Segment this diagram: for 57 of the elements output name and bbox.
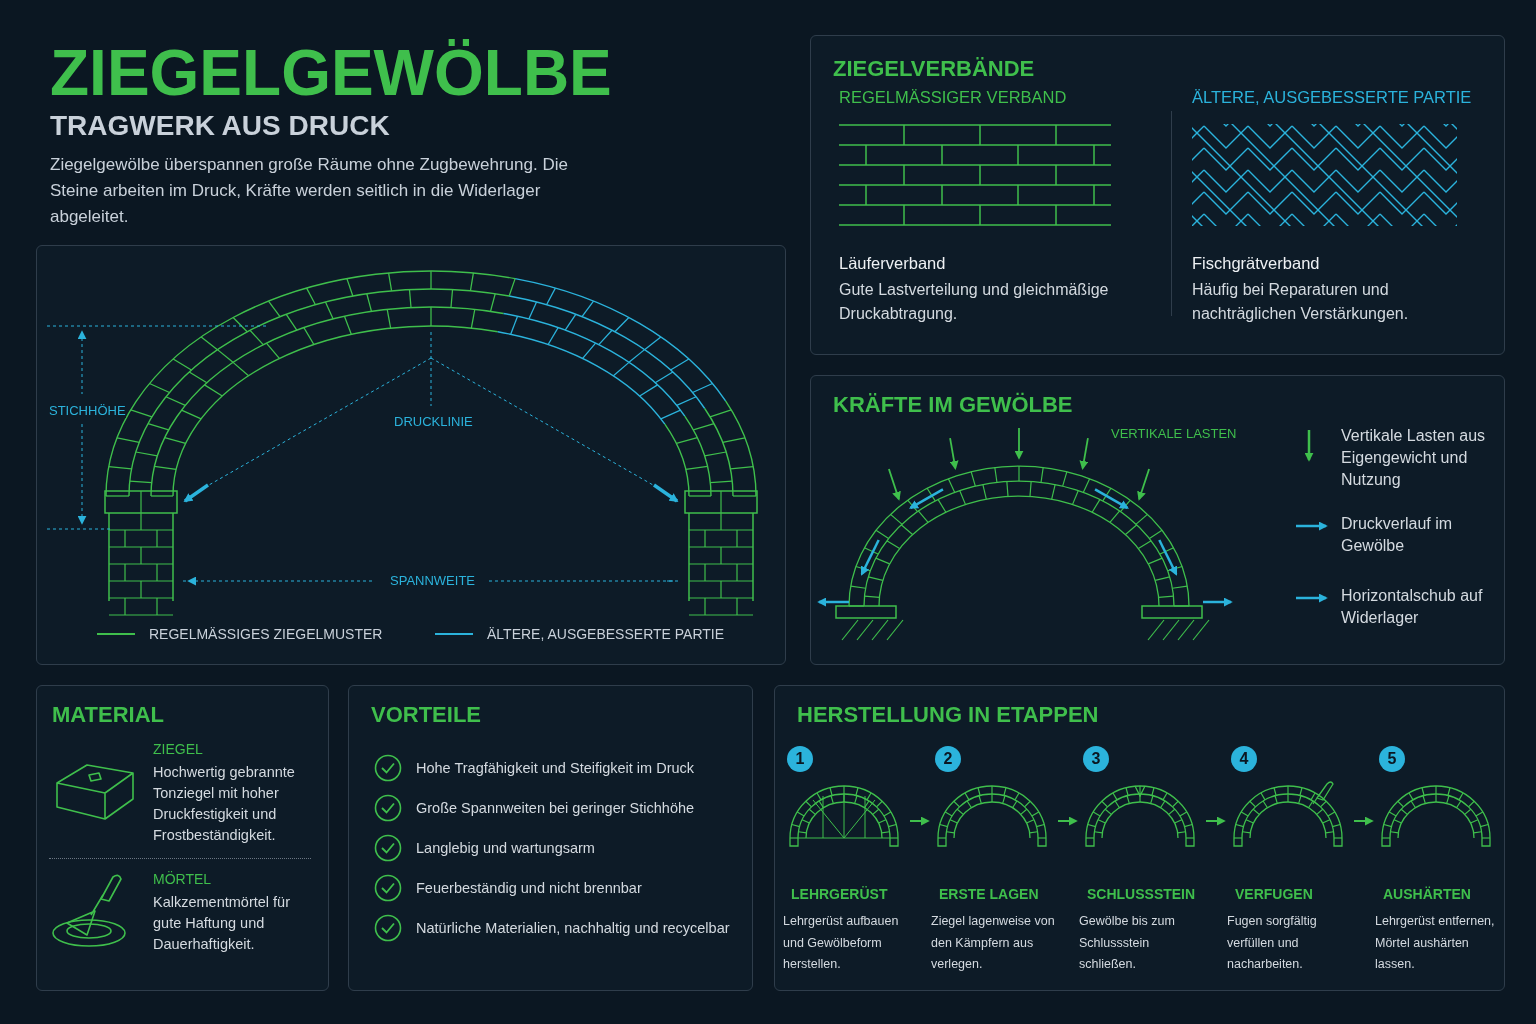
description: Lehrgerüst aufbauen und Gewölbeform herstellen.	[783, 913, 900, 973]
description: Gewölbe bis zum Schlussstein schließen.	[1079, 913, 1176, 973]
list-item: Große Spannweiten bei geringer Stichhöhe	[416, 799, 696, 817]
bond-name: Fischgrätverband	[1192, 254, 1320, 273]
dimension-label: STICHHÖHE	[49, 403, 126, 418]
legend-text: ÄLTERE, AUSGEBESSERTE PARTIE	[487, 626, 725, 642]
panel	[348, 685, 753, 991]
node-heading: MÖRTEL	[153, 871, 212, 887]
step-title: LEHRGERÜST	[791, 886, 888, 902]
panel-heading: VORTEILE	[371, 702, 481, 728]
panel	[36, 685, 329, 991]
description: Fugen sorgfältig verfüllen und nacharbeiten.	[1227, 913, 1318, 973]
panel	[810, 35, 1505, 355]
step-number-badge: 2	[935, 746, 961, 772]
node-heading: ZIEGEL	[153, 741, 203, 757]
panel-heading: KRÄFTE IM GEWÖLBE	[833, 392, 1073, 418]
step-title: AUSHÄRTEN	[1383, 886, 1471, 902]
legend-text: Horizontalschub auf Widerlager	[1341, 586, 1484, 628]
diagram-panel	[36, 245, 786, 665]
arrow	[1057, 816, 1078, 826]
step-title: SCHLUSSSTEIN	[1087, 886, 1196, 902]
step-number-badge: 3	[1083, 746, 1109, 772]
dimension-label: SPANNWEITE	[388, 573, 477, 588]
line-label: DRUCKLINIE	[394, 414, 473, 429]
list-item: Langlebig und wartungsarm	[416, 839, 596, 857]
list-item: Natürliche Materialien, nachhaltig und recycelbar	[416, 919, 731, 937]
force-label: VERTIKALE LASTEN	[1111, 426, 1237, 441]
description: Kalkzementmörtel für gute Haftung und Dauerhaftigkeit.	[153, 893, 291, 954]
panel	[810, 375, 1505, 665]
step-number-badge: 1	[787, 746, 813, 772]
description: Gute Lastverteilung und gleichmäßige Druckabtragung.	[839, 280, 1110, 324]
panel	[774, 685, 1505, 991]
legend-text: Druckverlauf im Gewölbe	[1341, 514, 1454, 556]
description: Hochwertig gebrannte Tonziegel mit hoher Druckfestigkeit und Frostbeständigkeit.	[153, 763, 296, 845]
node-heading: REGELMÄSSIGER VERBAND	[839, 88, 1067, 107]
list-item: Hohe Tragfähigkeit und Steifigkeit im Druck	[416, 759, 696, 777]
legend-text: Vertikale Lasten aus Eigengewicht und Nutzung	[1341, 426, 1487, 490]
panel-heading: HERSTELLUNG IN ETAPPEN	[797, 702, 1099, 728]
description: Lehrgerüst entfernen, Mörtel aushärten lassen.	[1375, 913, 1496, 973]
legend-text: REGELMÄSSIGES ZIEGELMUSTER	[149, 626, 383, 642]
panel-heading: ZIEGELVERBÄNDE	[833, 56, 1035, 82]
arrow	[1205, 816, 1226, 826]
subtitle: TRAGWERK AUS DRUCK	[50, 110, 390, 142]
panel-heading: MATERIAL	[52, 702, 165, 728]
step-title: ERSTE LAGEN	[939, 886, 1039, 902]
description: Häufig bei Reparaturen und nachträglichen Verstärkungen.	[1192, 280, 1410, 324]
description: Ziegel lagenweise von den Kämpfern aus verlegen.	[931, 913, 1055, 973]
step-number-badge: 4	[1231, 746, 1257, 772]
arrow	[909, 816, 930, 826]
step-number-badge: 5	[1379, 746, 1405, 772]
bond-name: Läuferverband	[839, 254, 946, 273]
title: ZIEGELGEWÖLBE	[50, 36, 612, 110]
list-item: Feuerbeständig und nicht brennbar	[416, 879, 643, 897]
intro-text: Ziegelgewölbe überspannen große Räume ohne Zugbewehrung. Die Steine arbeiten im Druck, Kräfte werden seitlich in die Widerlager abgeleitet.	[50, 154, 569, 228]
arrow	[1353, 816, 1374, 826]
node-heading: ÄLTERE, AUSGEBESSERTE PARTIE	[1192, 88, 1472, 107]
step-title: VERFUGEN	[1235, 886, 1313, 902]
